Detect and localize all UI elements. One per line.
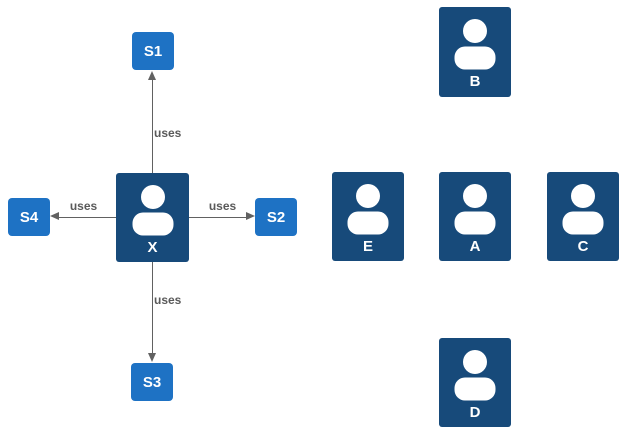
arrowhead-right-icon bbox=[246, 212, 255, 220]
actor-node-a[interactable]: A bbox=[439, 172, 511, 261]
arrowhead-down-icon bbox=[148, 353, 156, 362]
actor-label: A bbox=[469, 238, 481, 255]
actor-label: X bbox=[147, 239, 158, 256]
person-icon bbox=[132, 185, 173, 236]
actor-label: C bbox=[577, 238, 589, 255]
person-icon bbox=[454, 350, 496, 401]
service-label: S3 bbox=[142, 373, 162, 391]
edge-x-s2 bbox=[189, 217, 246, 218]
edge-label-uses-s2: uses bbox=[208, 199, 237, 213]
actor-label: B bbox=[469, 73, 481, 90]
service-node-s1[interactable]: S1 bbox=[132, 32, 174, 70]
edge-x-s1 bbox=[152, 80, 153, 173]
person-icon bbox=[562, 184, 604, 235]
edge-label-uses-s3: uses bbox=[154, 293, 182, 307]
person-icon bbox=[454, 19, 496, 70]
service-node-s3[interactable]: S3 bbox=[131, 363, 173, 401]
person-icon bbox=[347, 184, 389, 235]
edge-x-s4 bbox=[59, 217, 116, 218]
actor-node-d[interactable]: D bbox=[439, 338, 511, 427]
edge-x-s3 bbox=[152, 262, 153, 354]
actor-node-e[interactable]: E bbox=[332, 172, 404, 261]
actor-node-c[interactable]: C bbox=[547, 172, 619, 261]
actor-node-x[interactable]: X bbox=[116, 173, 189, 262]
service-node-s4[interactable]: S4 bbox=[8, 198, 50, 236]
edge-label-uses-s4: uses bbox=[69, 199, 98, 213]
service-label: S2 bbox=[266, 208, 286, 226]
service-label: S4 bbox=[19, 208, 39, 226]
person-icon bbox=[454, 184, 496, 235]
edge-label-uses-s1: uses bbox=[154, 126, 182, 140]
actor-node-b[interactable]: B bbox=[439, 7, 511, 97]
service-node-s2[interactable]: S2 bbox=[255, 198, 297, 236]
arrowhead-left-icon bbox=[50, 212, 59, 220]
arrowhead-up-icon bbox=[148, 71, 156, 80]
actor-label: E bbox=[362, 238, 373, 255]
service-label: S1 bbox=[143, 42, 163, 60]
actor-label: D bbox=[469, 404, 481, 421]
